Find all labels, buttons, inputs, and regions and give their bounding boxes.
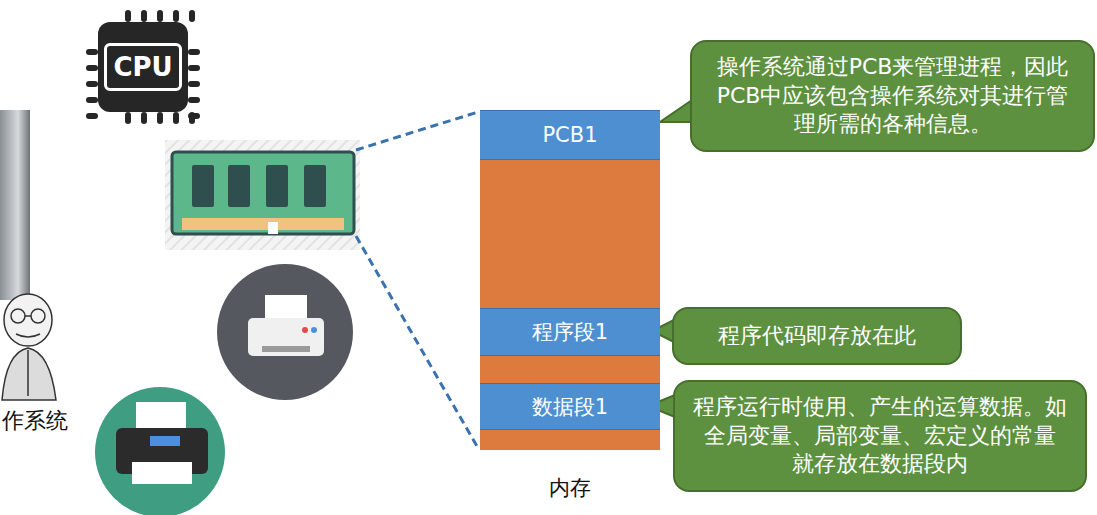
memory-segment: 数据段1 (480, 383, 660, 430)
cpu-pins (86, 10, 200, 124)
callout-bubble: 程序代码即存放在此 (672, 307, 962, 365)
node-text: CPU (104, 43, 181, 91)
memory-segment: 程序段1 (480, 308, 660, 356)
node-text: 程序段1 (532, 318, 608, 346)
memory-segment: PCB1 (480, 110, 660, 160)
zoom-line (356, 112, 478, 448)
node-text: 数据段1 (532, 393, 608, 421)
printer-icon (217, 264, 353, 400)
person-sketch (2, 294, 56, 400)
node-text: PCB1 (542, 123, 597, 147)
node-text: 操作系统通过PCB来管理进程，因此PCB中应该包含操作系统对其进行管理所需的各种… (708, 53, 1077, 139)
memory-column: 内存PCB1程序段1数据段1 (480, 110, 660, 450)
node-text: 程序运行时使用、产生的运算数据。如全局变量、局部变量、宏定义的常量 就存放在数据… (691, 393, 1069, 479)
figure-label: 作系统 (2, 406, 68, 436)
cpu-chip: CPU (98, 22, 188, 112)
computer-edge (0, 110, 30, 300)
node-text: 程序代码即存放在此 (718, 322, 916, 351)
printer-icon (95, 387, 225, 515)
ram-stick (165, 140, 360, 250)
callout-bubble: 程序运行时使用、产生的运算数据。如全局变量、局部变量、宏定义的常量 就存放在数据… (673, 380, 1087, 492)
callout-bubble: 操作系统通过PCB来管理进程，因此PCB中应该包含操作系统对其进行管理所需的各种… (690, 40, 1095, 152)
memory-caption: 内存 (480, 474, 660, 502)
